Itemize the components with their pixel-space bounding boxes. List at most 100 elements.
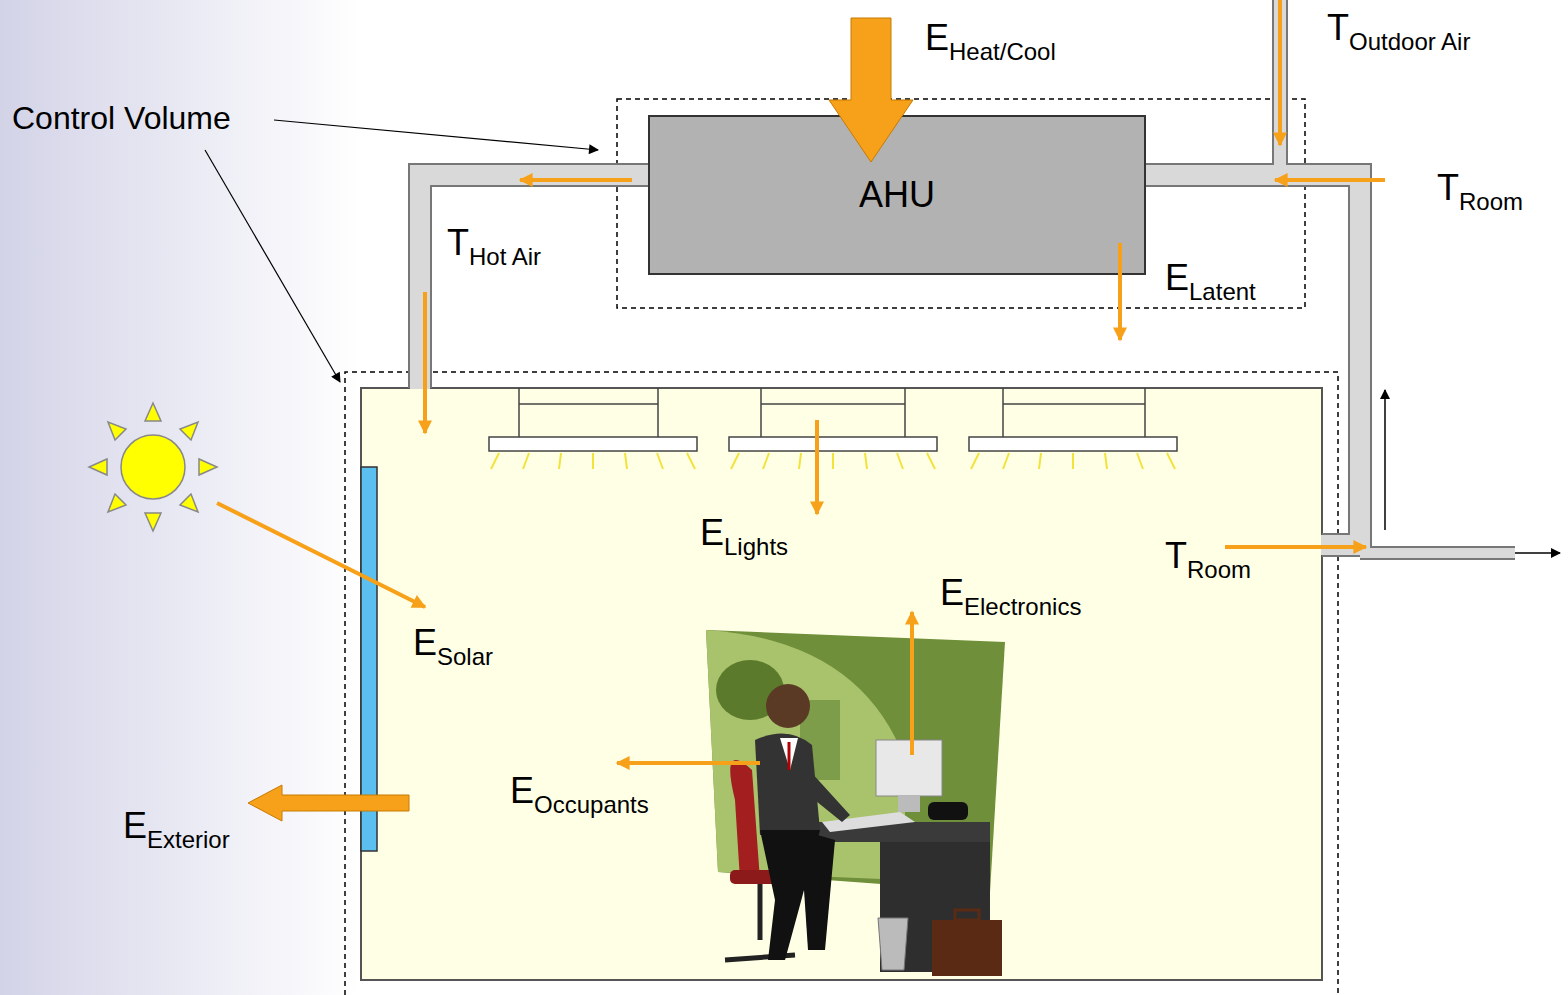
subscript: Solar (437, 643, 493, 670)
sun (180, 494, 198, 512)
duct (1360, 548, 1515, 558)
occupant-illustration (928, 802, 968, 820)
subscript: Room (1187, 556, 1251, 583)
occupant-illustration (730, 760, 760, 880)
duct (1145, 175, 1360, 545)
duct (420, 0, 1515, 553)
symbol-letter: T (1165, 535, 1187, 576)
subscript: Hot Air (469, 243, 541, 270)
sun (108, 494, 126, 512)
control-volume-outline (345, 372, 1338, 995)
occupant-illustration (758, 884, 763, 940)
occupant-illustration (878, 918, 908, 970)
ahu-box (649, 116, 1145, 274)
energy-arrow (248, 18, 913, 821)
flow-arrow (815, 420, 819, 514)
subscript: Occupants (534, 791, 649, 818)
sun (145, 513, 161, 531)
energy-arrow (829, 18, 913, 162)
flow-arrow (1384, 390, 1386, 530)
duct (420, 175, 649, 389)
sun (199, 459, 217, 475)
sun (89, 403, 217, 531)
light-fixture (904, 388, 906, 437)
light-fixture (489, 437, 697, 451)
flow-arrow (1275, 178, 1385, 182)
light-fixture (729, 437, 937, 451)
symbol-letter: E (940, 572, 964, 613)
symbol-letter: T (1327, 7, 1349, 48)
temperature-label: THot Air (447, 223, 541, 270)
symbol-letter: E (700, 512, 724, 553)
duct (1274, 0, 1286, 175)
subscript: Room (1459, 188, 1523, 215)
light-fixture (1003, 403, 1145, 405)
occupant-illustration (790, 760, 850, 822)
subscript: Electronics (964, 593, 1081, 620)
room (361, 388, 1322, 980)
subscript: Outdoor Air (1349, 28, 1470, 55)
leader-line (205, 150, 340, 382)
occupant-illustration (898, 796, 920, 812)
subscript: Exterior (147, 826, 230, 853)
sun (121, 435, 185, 499)
light-fixture (489, 388, 1177, 451)
sun (89, 459, 107, 475)
flow-arrow (423, 292, 427, 433)
flow-arrow (1278, 0, 1282, 145)
duct (1360, 546, 1515, 560)
occupant-illustration (766, 684, 810, 728)
symbol-letter: E (123, 805, 147, 846)
energy-arrow (248, 785, 409, 821)
symbol-letter: E (510, 770, 534, 811)
symbol-letter: T (447, 222, 469, 263)
flow-arrow (217, 503, 425, 607)
light-fixture (969, 437, 1177, 451)
subscript: Lights (724, 533, 788, 560)
light-fixture (1144, 388, 1146, 437)
window (361, 467, 377, 851)
temperature-label: TRoom (1165, 536, 1251, 583)
subscript: Latent (1189, 278, 1256, 305)
light-fixture (761, 403, 905, 405)
light-fixture (1002, 388, 1004, 437)
illustration (971, 453, 1175, 469)
occupant-illustration (800, 830, 835, 950)
flow-arrow (217, 0, 1385, 763)
flow-arrow (1515, 552, 1560, 554)
occupant-illustration (932, 920, 1002, 976)
subscript: Heat/Cool (949, 38, 1056, 65)
symbol-letter: E (413, 622, 437, 663)
energy-label: EElectronics (940, 573, 1081, 620)
occupant-illustration (788, 742, 791, 770)
illustration (491, 453, 695, 469)
occupant-illustration (876, 740, 942, 796)
illustration (731, 453, 935, 469)
callout-label: Control Volume (12, 98, 231, 138)
light-fixture (657, 388, 659, 437)
symbol-letter: E (925, 17, 949, 58)
sun (145, 403, 161, 421)
leader-line (205, 120, 598, 382)
symbol-letter: T (1437, 167, 1459, 208)
energy-label: EHeat/Cool (925, 18, 1056, 65)
light-fixture (518, 388, 520, 437)
control-volume-outline (617, 99, 1305, 308)
flow-arrow (910, 612, 914, 755)
occupant-illustration (706, 630, 1005, 976)
occupant-illustration (955, 910, 979, 920)
sun (108, 422, 126, 440)
control-volume-outline (345, 99, 1338, 995)
energy-label: EExterior (123, 806, 230, 853)
duct (1145, 175, 1360, 545)
energy-label: EOccupants (510, 771, 649, 818)
sun (180, 422, 198, 440)
flow-arrow (520, 178, 632, 182)
temperature-label: TRoom (1437, 168, 1523, 215)
energy-label: ELights (700, 513, 788, 560)
energy-label: ESolar (413, 623, 493, 670)
flow-arrow (1118, 243, 1122, 340)
